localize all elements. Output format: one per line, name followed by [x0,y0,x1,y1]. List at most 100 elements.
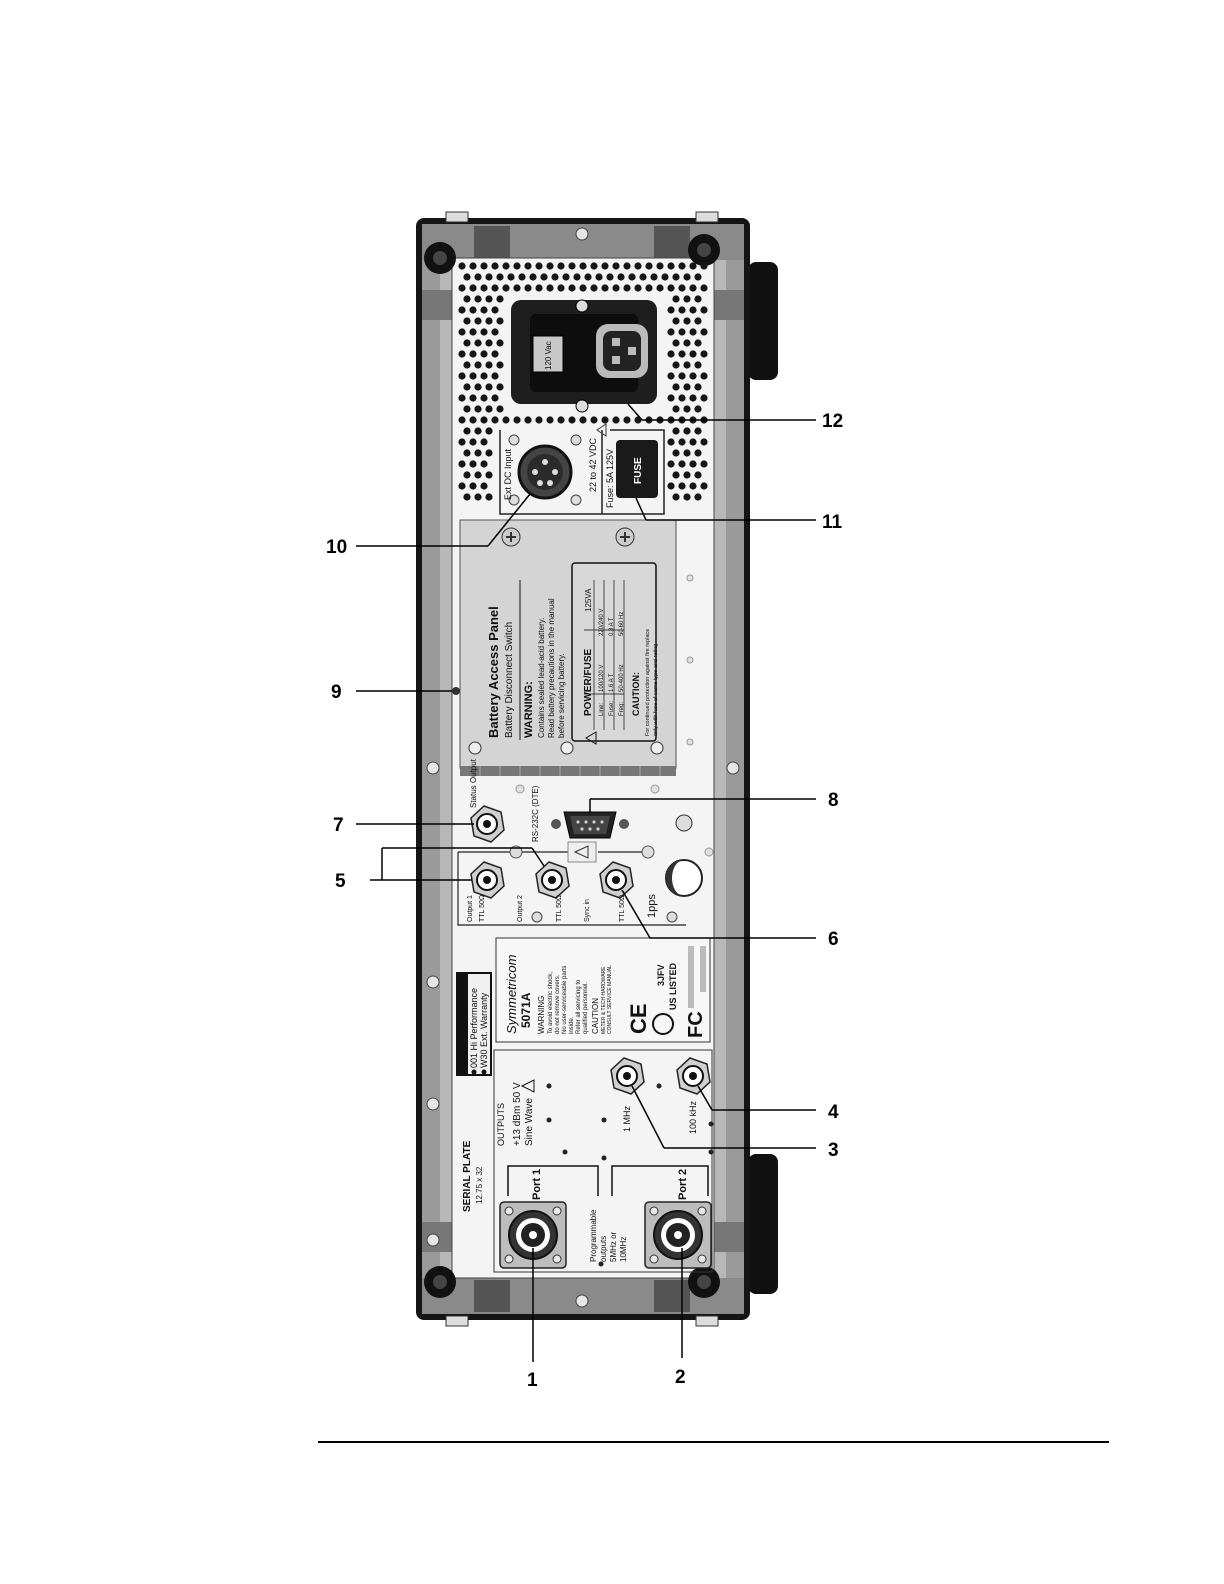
vent-hole [590,416,598,424]
vent-hole [535,262,543,270]
power-row-value: 1.6 A T [609,673,615,692]
outputs-section: OUTPUTS +13 dBm 50 V Sine Wave 1 MHz 100… [493,1049,714,1273]
vent-hole [513,284,521,292]
vent-hole [612,262,620,270]
vent-hole [463,317,471,325]
vent-hole [485,383,493,391]
vent-hole [491,262,499,270]
fuse-label: FUSE [633,457,644,484]
vent-hole [678,372,686,380]
caution-title: CAUTION: [631,672,641,716]
output-1mhz-connector[interactable] [610,1057,645,1095]
vent-hole [469,284,477,292]
vent-hole [683,317,691,325]
programmable-line: Programmable [589,1209,598,1262]
plate-caution-line: METER & TECH HARDWARE [601,966,607,1034]
vent-hole [496,405,504,413]
output1-connector[interactable] [470,861,505,899]
battery-access-panel: Battery Access Panel Battery Disconnect … [459,519,677,776]
port1-connector[interactable] [499,1201,567,1269]
vent-hole [683,361,691,369]
vent-hole [617,273,625,281]
vent-hole [672,449,680,457]
rs232-connector[interactable] [551,811,629,839]
vent-hole [535,416,543,424]
output-100khz-connector[interactable] [676,1057,711,1095]
vent-hole [683,295,691,303]
vent-hole [623,262,631,270]
power-row-value: 50-400 Hz [619,664,625,692]
vent-hole [700,328,708,336]
vent-hole [524,262,532,270]
callout-10: 10 [326,537,347,558]
ext-dc-input-label: Ext DC Input [503,448,513,500]
port1-label: Port 1 [531,1169,543,1200]
power-fuse-va: 125VA [584,588,593,612]
vent-hole [480,328,488,336]
vent-hole [485,273,493,281]
pps-label: 1pps [646,894,658,918]
vent-hole [700,350,708,358]
vent-hole [678,460,686,468]
vent-hole [474,317,482,325]
options-label: 001 Hi Performance W30 Ext. Warranty [456,972,492,1076]
vent-hole [463,361,471,369]
port2-label: Port 2 [677,1169,689,1200]
vent-hole [491,372,499,380]
outputs-spec1: +13 dBm 50 V [512,1082,523,1146]
vent-hole [491,416,499,424]
vent-hole [656,284,664,292]
vent-hole [683,493,691,501]
callout-12: 12 [822,411,843,432]
vent-hole [672,339,680,347]
vent-hole [469,328,477,336]
vent-hole [568,416,576,424]
callout-9: 9 [331,682,342,703]
vent-hole [672,493,680,501]
vent-hole [474,361,482,369]
power-row-value: 220/240 V [599,609,605,636]
status-output-connector[interactable] [470,805,505,843]
handle-top-right [748,262,778,380]
vent-hole [700,438,708,446]
vent-hole [485,493,493,501]
ul-listed-label: US LISTED [668,962,678,1010]
plate-warning-line: No user-serviceable parts [562,966,568,1034]
vent-hole [667,306,675,314]
freq-100khz-label: 100 kHz [688,1100,698,1134]
vent-hole [694,273,702,281]
vent-hole [667,262,675,270]
plate-warning-line: inside. [569,1016,575,1034]
vent-hole [491,394,499,402]
model-number: 5071A [519,992,533,1028]
vent-hole [469,394,477,402]
vent-hole [513,262,521,270]
vent-hole [458,328,466,336]
vent-hole [463,471,471,479]
callout-3: 3 [828,1140,839,1161]
vent-hole [502,262,510,270]
sync-in-connector[interactable] [599,861,634,899]
serial-plate-title: SERIAL PLATE [462,1140,473,1212]
vent-hole [469,306,477,314]
vent-hole [458,460,466,468]
vent-hole [458,284,466,292]
vent-hole [667,284,675,292]
port2-connector[interactable] [644,1201,712,1269]
vent-hole [689,460,697,468]
sync-in-label: Sync in [584,899,591,922]
vent-hole [458,372,466,380]
fuse-holder[interactable] [616,440,658,498]
output2-connector[interactable] [535,861,570,899]
vent-hole [678,328,686,336]
callout-1: 1 [527,1370,538,1391]
vent-hole [667,438,675,446]
vent-hole [480,284,488,292]
vent-hole [480,482,488,490]
vent-hole [474,427,482,435]
vent-hole [480,438,488,446]
vent-hole [678,482,686,490]
callout-4: 4 [828,1102,839,1123]
vent-hole [524,284,532,292]
vent-hole [656,262,664,270]
